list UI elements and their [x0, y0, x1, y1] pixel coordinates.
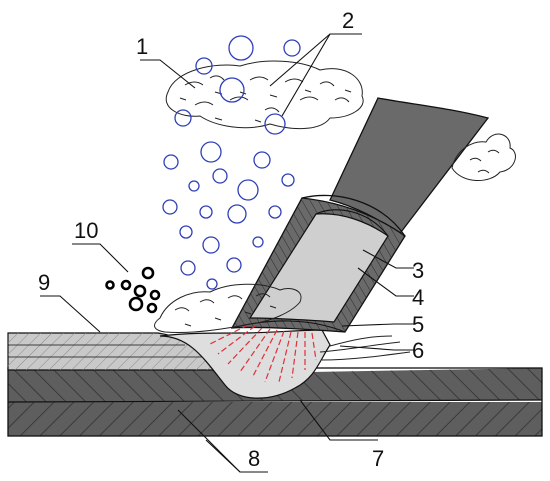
- base-metal-plates: [7, 367, 543, 437]
- electrode-core: [248, 213, 389, 323]
- label-2: 2: [342, 8, 354, 33]
- smoke-cloud-upper: [165, 60, 364, 130]
- electrode-coating: [329, 97, 490, 238]
- label-9: 9: [38, 270, 50, 295]
- smoke-cloud-lower: [154, 283, 302, 334]
- slag-particles: [105, 266, 161, 314]
- weld-pool: [159, 329, 331, 399]
- label-1: 1: [136, 34, 148, 59]
- label-7: 7: [372, 446, 384, 471]
- label-4: 4: [412, 285, 424, 310]
- electrode: [230, 97, 490, 333]
- arc-rays: [209, 324, 317, 383]
- callout-labels: 1 2 3 4 5 6 7 8 9 10: [38, 8, 424, 471]
- label-10: 10: [74, 218, 98, 243]
- label-5: 5: [412, 312, 424, 337]
- smoke-cloud-right: [451, 133, 516, 181]
- label-3: 3: [412, 258, 424, 283]
- gas-bubbles: [162, 35, 301, 290]
- label-8: 8: [248, 446, 260, 471]
- label-6: 6: [412, 338, 424, 363]
- smoke-clouds: [154, 60, 516, 361]
- leader-lines: [40, 33, 414, 473]
